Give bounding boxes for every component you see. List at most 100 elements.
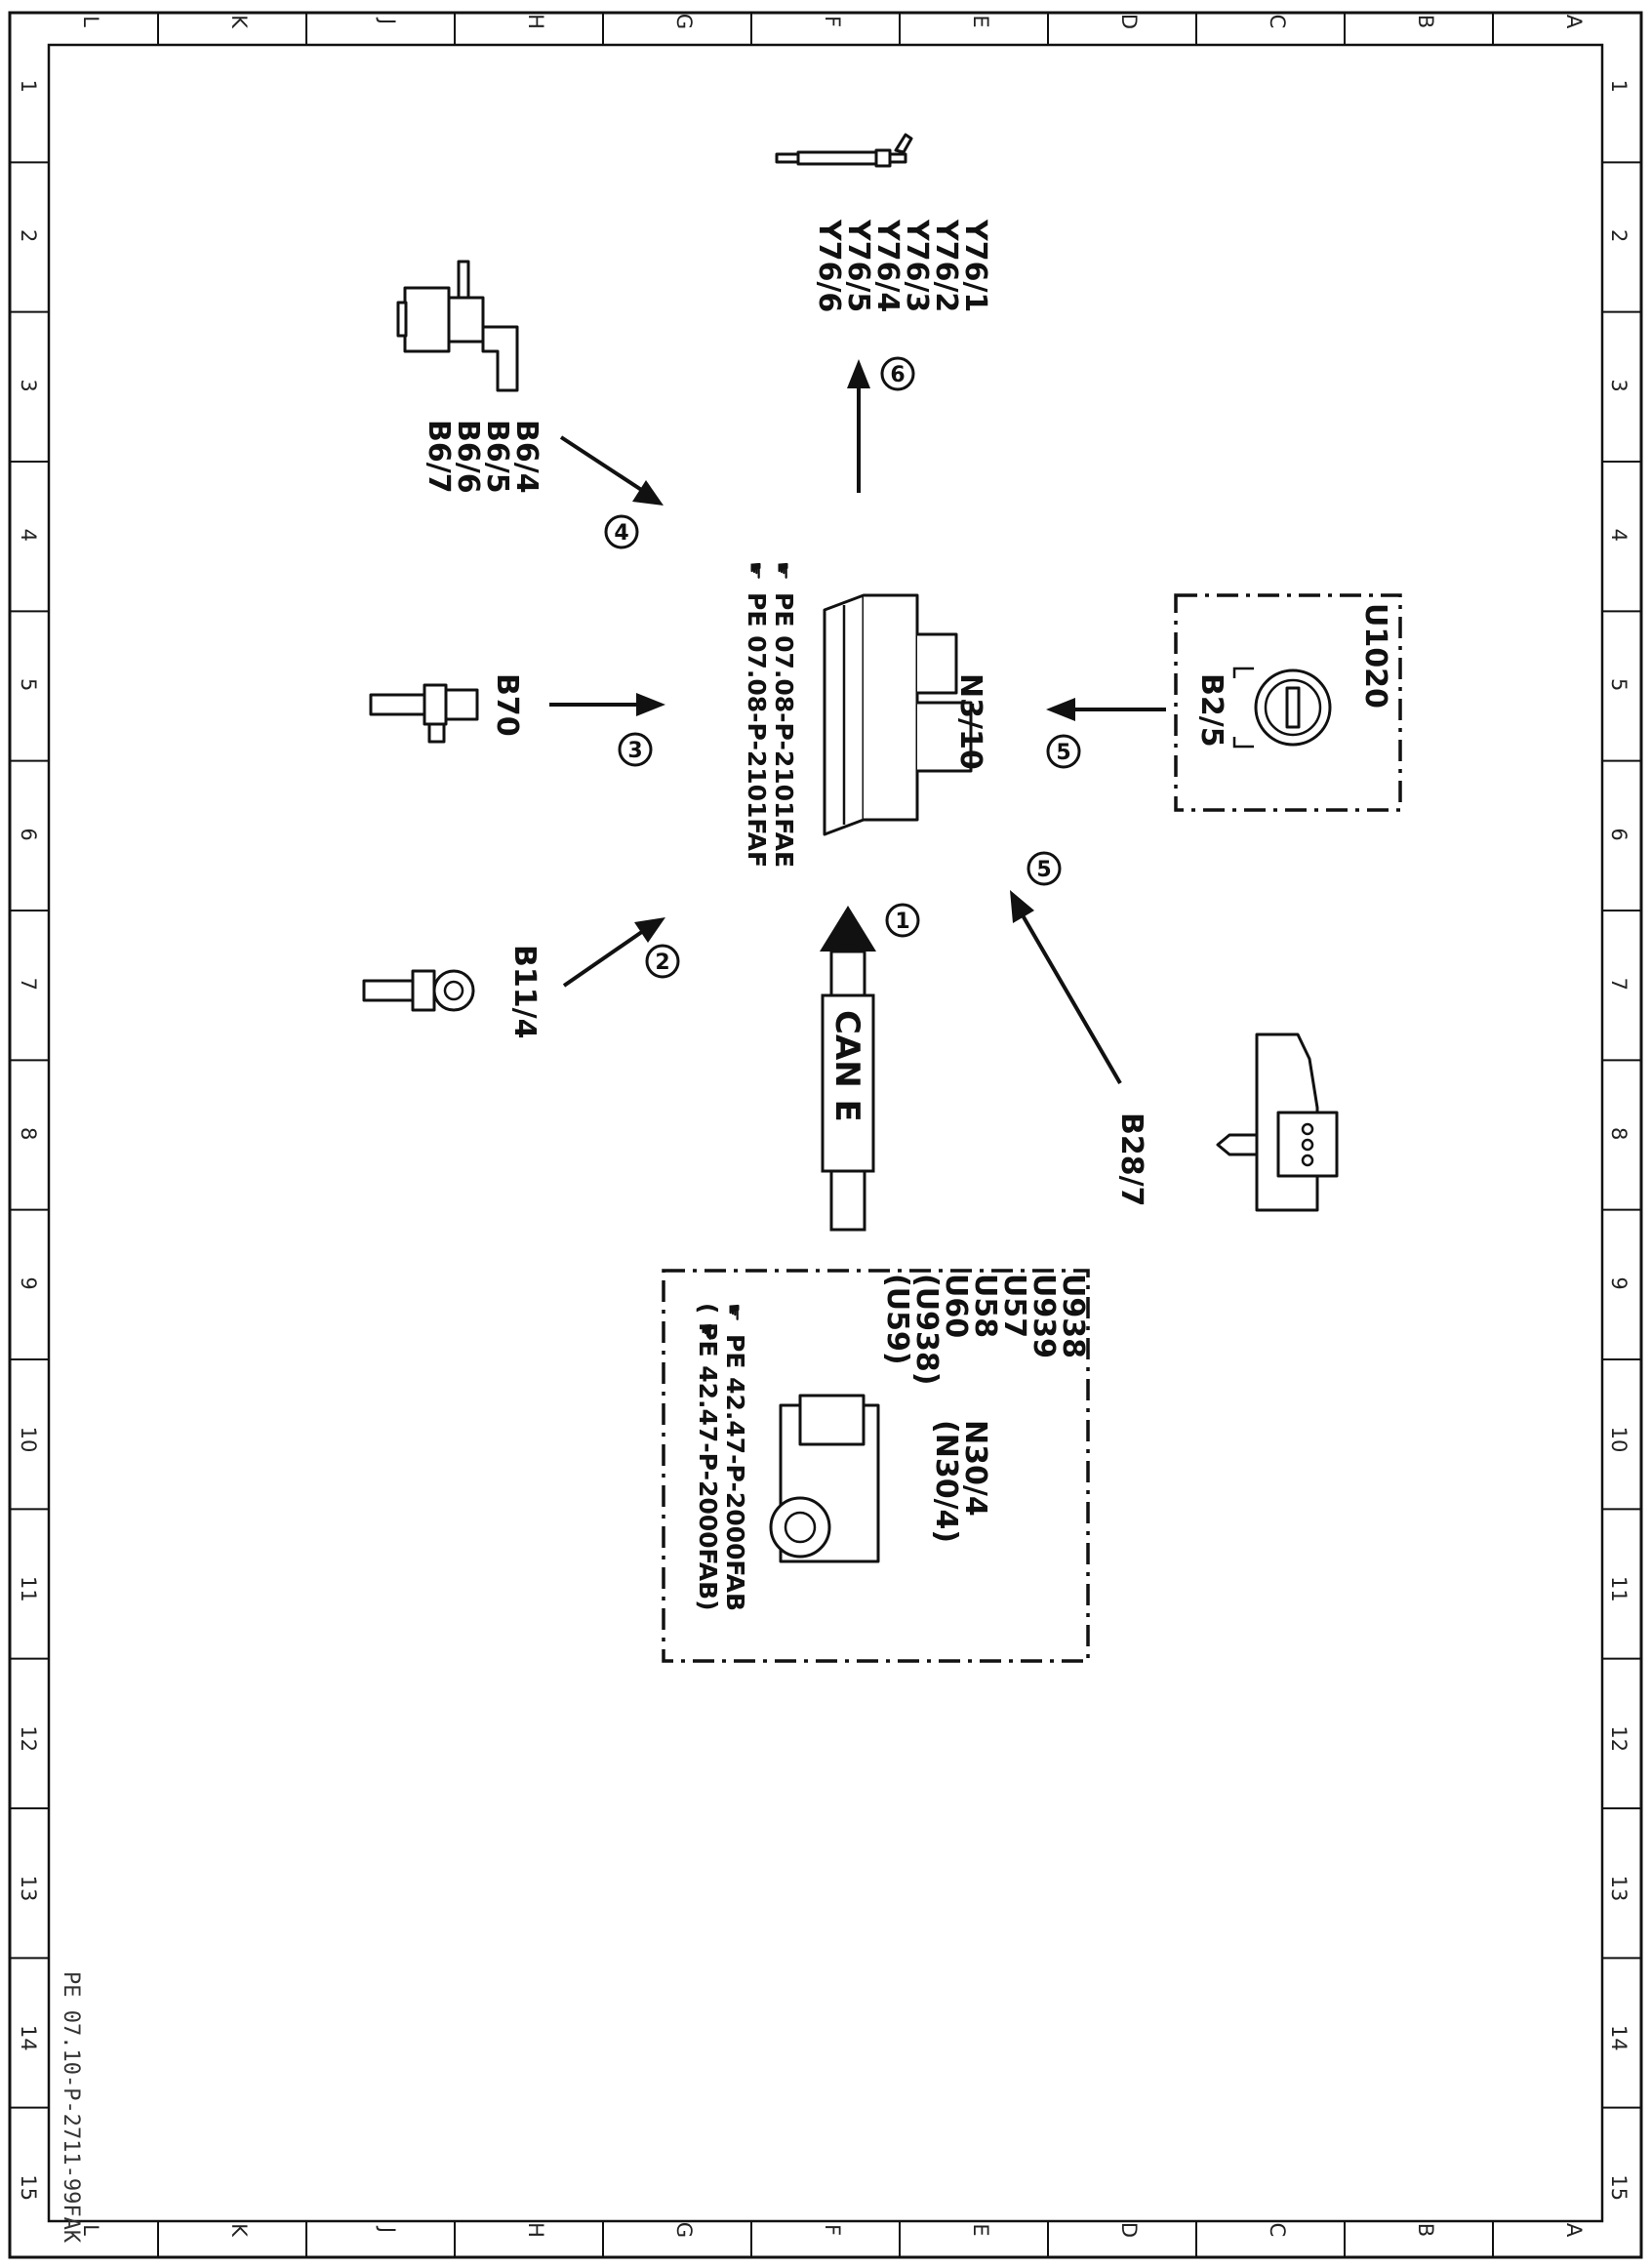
grid-number-left: 11	[17, 1576, 40, 1602]
grid-number-left: 7	[17, 978, 40, 991]
callout-5b-circle	[1027, 851, 1062, 886]
crankshaft-sensor-icon[interactable]	[369, 683, 479, 744]
code-u939: U939	[1027, 1274, 1061, 1358]
grid-number-left: 3	[17, 379, 40, 391]
hand-pointer-icon: ☛	[743, 561, 767, 581]
callout-1: 1	[895, 910, 909, 934]
u1020-group-box	[1174, 593, 1402, 812]
grid-number-right: 5	[1607, 678, 1631, 691]
label-b2-5: B2/5	[1194, 673, 1228, 748]
code-u59: (U59)	[880, 1274, 914, 1365]
grid-letter-bottom: K	[227, 2223, 251, 2238]
grid-number-right: 6	[1607, 828, 1631, 840]
callout-1-circle	[885, 903, 920, 938]
arrow-5-upper	[1046, 698, 1166, 721]
grid-letter-bottom: B	[1414, 2223, 1437, 2237]
grid-number-left: 12	[17, 1725, 40, 1752]
label-b11-4: B11/4	[507, 945, 542, 1038]
grid-number-left: 4	[17, 529, 40, 542]
label-n30-4-alt: (N30/4)	[929, 1420, 963, 1543]
grid-number-right: 1	[1607, 80, 1631, 93]
label-b70: B70	[490, 673, 524, 737]
callout-3: 3	[627, 739, 642, 763]
label-b6-5: B6/5	[480, 420, 514, 494]
grid-number-right: 13	[1607, 1876, 1631, 1902]
code-u938: U938	[1056, 1274, 1090, 1358]
camshaft-sensor-icon[interactable]	[396, 260, 519, 392]
hot-film-mass-air-flow-sensor-icon[interactable]	[1232, 667, 1332, 749]
grid-number-left: 2	[17, 229, 40, 242]
grid-letter-top: K	[227, 15, 251, 29]
callout-5a-circle	[1046, 734, 1081, 769]
ref-2101faf[interactable]: PE 07.08-P-2101FAF	[743, 592, 771, 868]
grid-number-left: 8	[17, 1127, 40, 1140]
callout-2-circle	[645, 944, 680, 979]
label-can-e: CAN E	[827, 1010, 866, 1122]
injector-labels: Y76/1 Y76/2 Y76/3 Y76/4 Y76/5 Y76/6	[812, 219, 992, 312]
ref-2101fae[interactable]: PE 07.08-P-2101FAE	[770, 592, 798, 868]
hand-pointer-icon: ☛	[770, 561, 794, 581]
callout-6-circle	[880, 356, 915, 391]
callout-2: 2	[655, 951, 669, 975]
arrow-2	[562, 917, 665, 988]
arrow-5-lower	[1010, 890, 1122, 1085]
grid-number-left: 6	[17, 828, 40, 840]
grid-letter-bottom: L	[79, 2224, 102, 2236]
label-y76-3: Y76/3	[900, 219, 934, 312]
grid-letter-top: B	[1414, 15, 1437, 28]
grid-letter-bottom: F	[821, 2224, 844, 2236]
label-n30-4: N30/4	[958, 1420, 992, 1517]
grid-number-left: 9	[17, 1276, 40, 1289]
label-b6-7: B6/7	[422, 420, 456, 494]
callout-4-circle	[604, 514, 639, 549]
grid-number-right: 9	[1607, 1276, 1631, 1289]
grid-number-right: 4	[1607, 529, 1631, 542]
label-b28-7: B28/7	[1114, 1113, 1148, 1206]
grid-letter-bottom: C	[1266, 2223, 1289, 2238]
grid-letter-top: G	[672, 14, 696, 29]
grid-letter-top: A	[1562, 15, 1586, 29]
label-y76-5: Y76/5	[841, 219, 875, 312]
grid-number-left: 10	[17, 1427, 40, 1453]
grid-ticks	[10, 13, 1641, 2257]
grid-letter-bottom: D	[1117, 2222, 1141, 2238]
grid-number-right: 11	[1607, 1576, 1631, 1602]
label-u1020: U1020	[1358, 603, 1392, 709]
callout-6: 6	[890, 363, 905, 387]
module-refs: ☛ PE 42.47-P-2000FAB ☛ ( PE 42.47-P-2000…	[694, 1303, 749, 1611]
code-u57: U57	[997, 1274, 1031, 1338]
control-unit-n3-10[interactable]	[823, 593, 973, 836]
grid-letter-bottom: J	[376, 2225, 399, 2233]
grid-number-right: 8	[1607, 1127, 1631, 1140]
ref-2000fab[interactable]: PE 42.47-P-2000FAB	[721, 1334, 749, 1611]
arrow-3	[549, 693, 665, 716]
code-u938-alt: (U938)	[909, 1274, 944, 1385]
grid-letter-top: H	[524, 14, 547, 29]
inner-frame	[47, 43, 1604, 2223]
hand-pointer-icon: ☛	[721, 1303, 745, 1322]
module-codes: U938 U939 U57 U58 U60 (U938) (U59)	[880, 1274, 1090, 1385]
outer-frame	[8, 11, 1643, 2259]
coolant-temp-sensor-icon[interactable]	[362, 969, 475, 1012]
callout-5a: 5	[1056, 741, 1070, 765]
grid-letter-bottom: G	[672, 2222, 696, 2238]
ref-2000fab-alt[interactable]: ( PE 42.47-P-2000FAB)	[694, 1303, 722, 1611]
label-y76-2: Y76/2	[929, 219, 963, 312]
pressure-sensor-icon[interactable]	[1216, 1033, 1339, 1212]
grid-number-right: 3	[1607, 379, 1631, 391]
label-b6-6: B6/6	[451, 420, 485, 494]
callout-3-circle	[618, 732, 653, 767]
grid-letter-top: L	[79, 16, 102, 27]
grid-number-right: 14	[1607, 2025, 1631, 2051]
callout-4: 4	[614, 521, 628, 546]
grid-number-right: 12	[1607, 1725, 1631, 1752]
grid-letter-bottom: A	[1562, 2223, 1586, 2238]
code-u60: U60	[939, 1274, 973, 1338]
can-e-bus[interactable]	[820, 906, 876, 1232]
control-unit-label: N3/10	[953, 673, 987, 770]
esp-control-unit-icon[interactable]	[769, 1394, 880, 1563]
injector-icon[interactable]	[775, 133, 913, 168]
grid-letter-bottom: H	[524, 2222, 547, 2238]
